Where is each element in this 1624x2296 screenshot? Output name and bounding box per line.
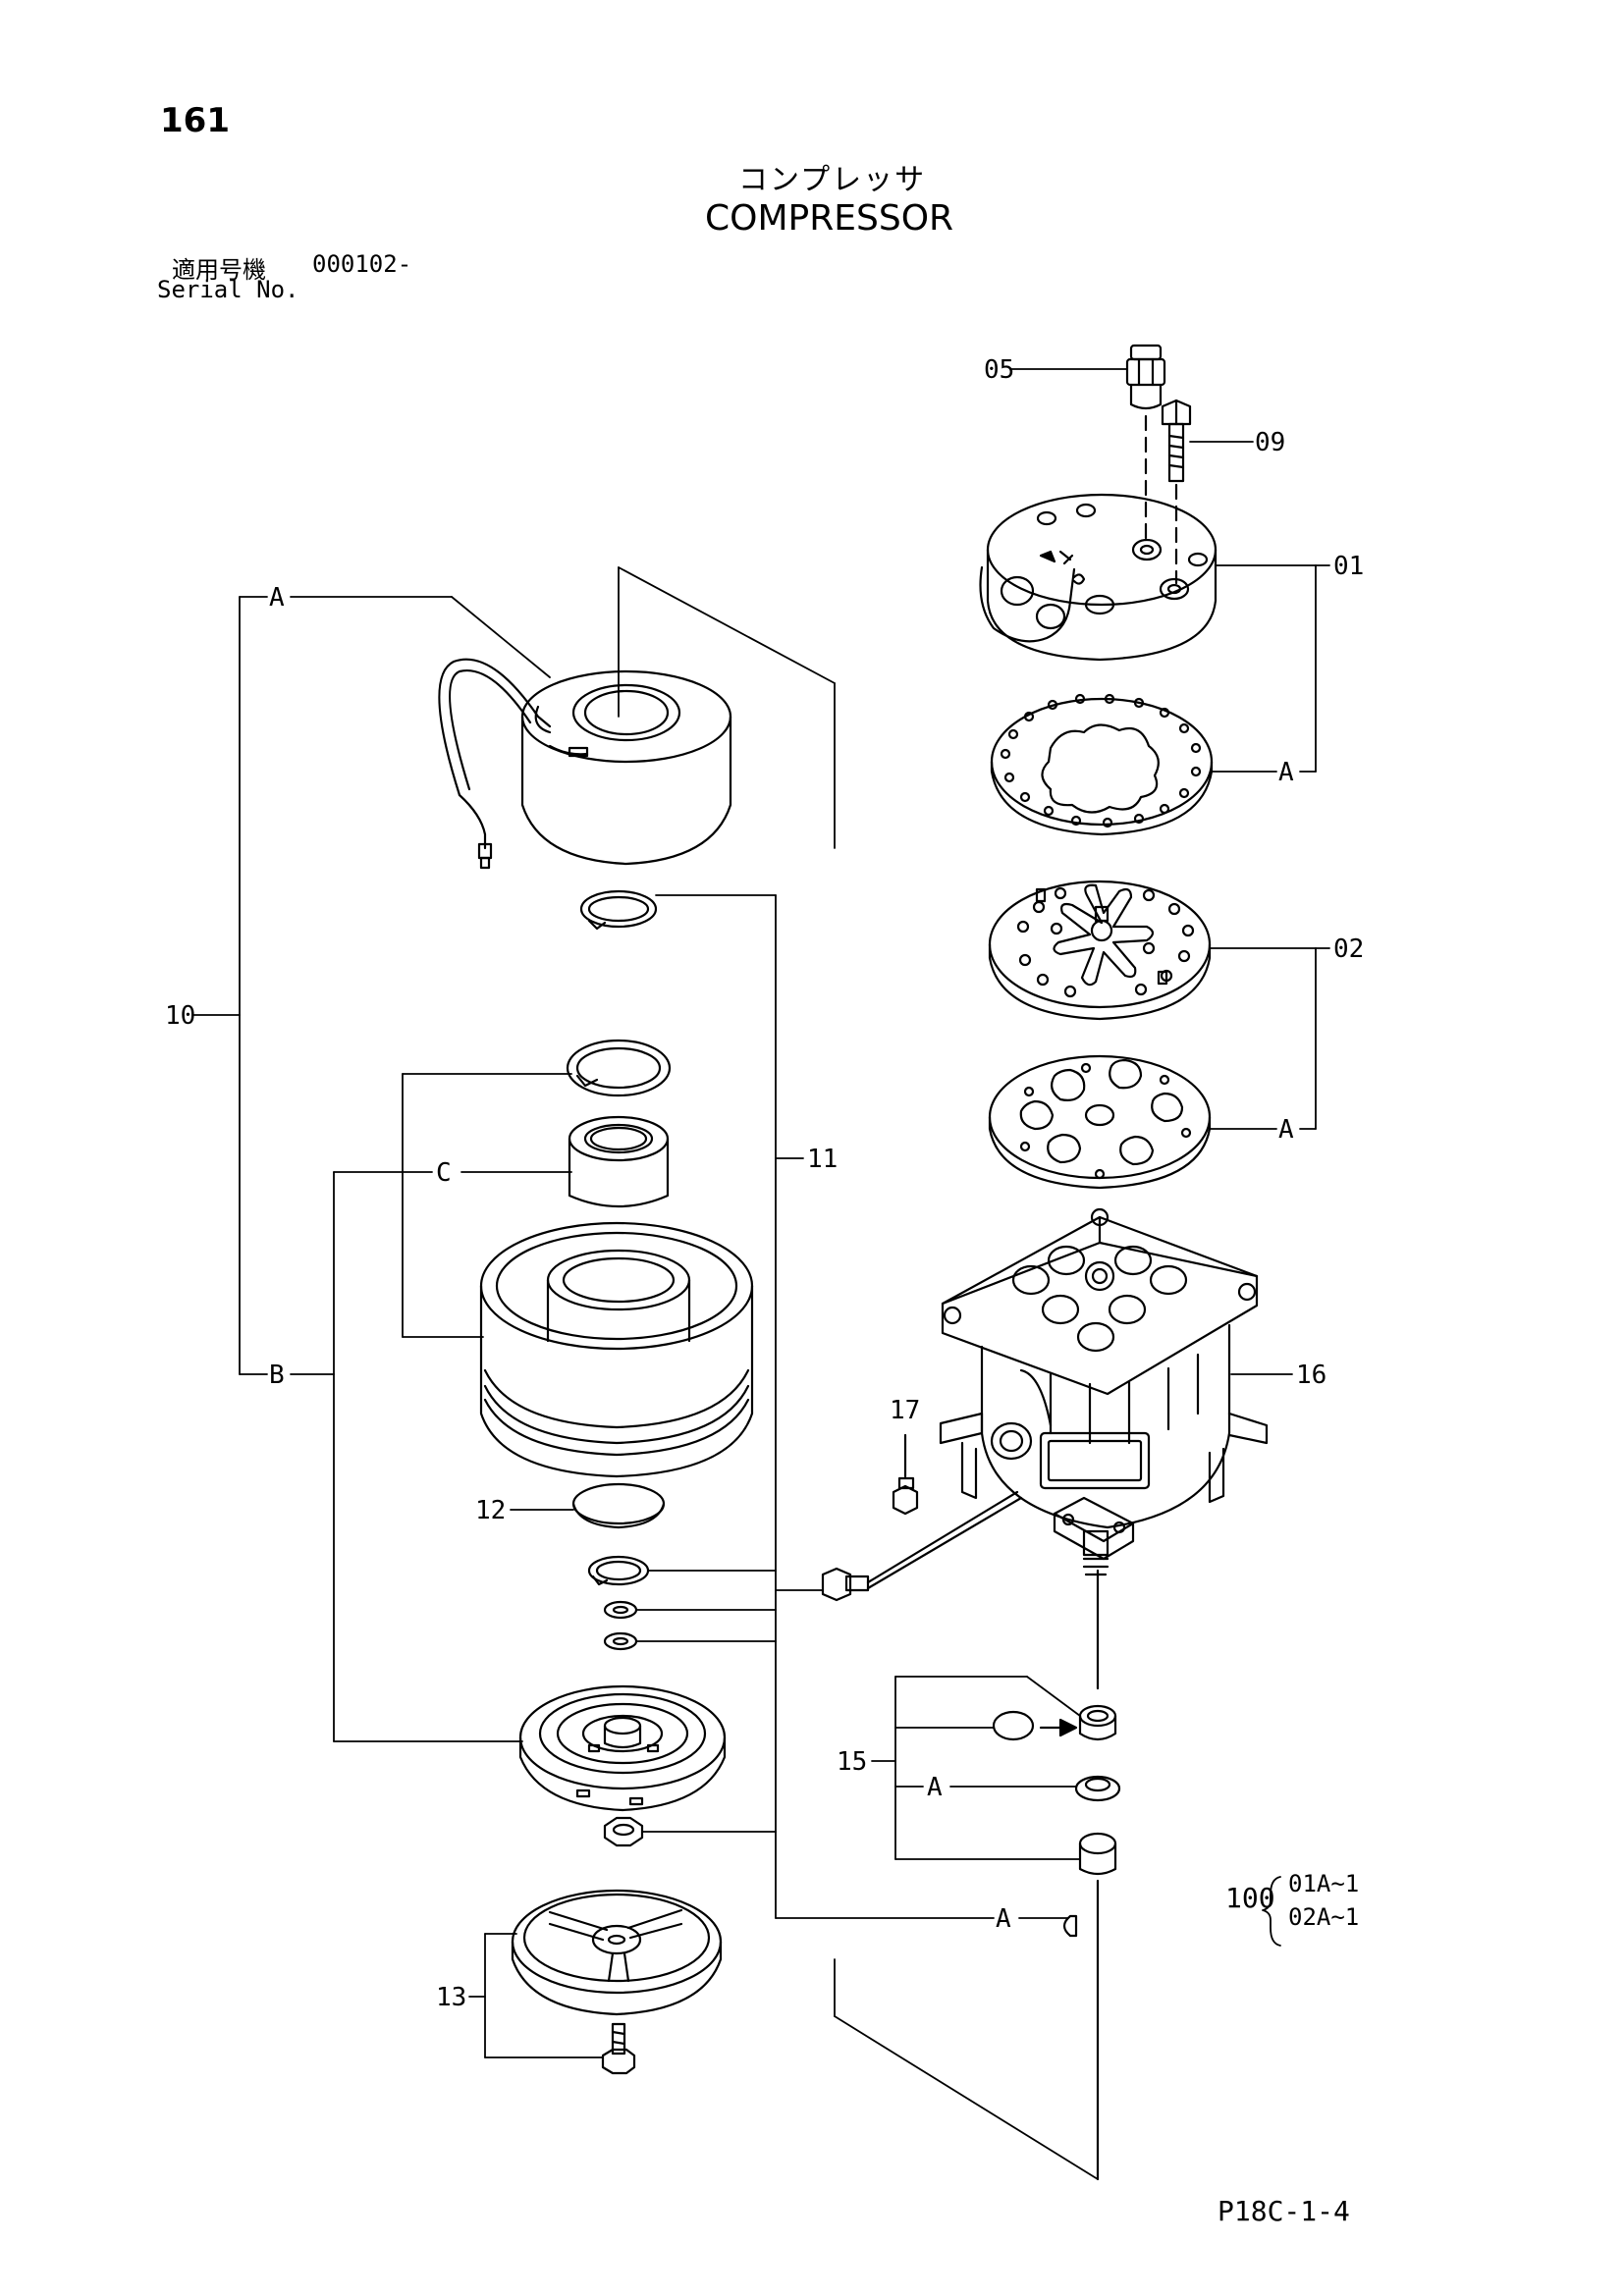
snap-ring-upper (579, 889, 658, 931)
variant-item: 01A~1 (1288, 1870, 1360, 1897)
variant-brace (1262, 1876, 1281, 1947)
callout-05: 05 (984, 355, 1015, 385)
callout-subassembly-a: A (927, 1773, 943, 1802)
bearing (568, 1115, 670, 1208)
part-02-valve-plate (988, 880, 1212, 1021)
part-12-shield (571, 1482, 666, 1529)
service-valve-fitting (821, 1490, 1023, 1602)
callout-subassembly-a: A (996, 1904, 1011, 1934)
snap-ring-bearing (566, 1039, 672, 1097)
callout-subassembly-a: A (1278, 758, 1294, 787)
callout-17: 17 (890, 1396, 921, 1425)
snap-ring-small (587, 1555, 650, 1586)
callout-lines (191, 368, 1330, 2180)
callout-15: 15 (837, 1747, 868, 1777)
callout-09: 09 (1255, 428, 1286, 457)
callout-11: 11 (807, 1145, 839, 1174)
armature-plate (518, 1684, 727, 1812)
callout-10: 10 (165, 1001, 196, 1031)
callout-subassembly-a: A (269, 583, 285, 613)
nut (603, 1816, 644, 1847)
callout-subassembly-b: B (269, 1361, 285, 1390)
callout-12: 12 (475, 1496, 507, 1525)
shim-2 (603, 1631, 638, 1651)
part-13-front-cover (511, 1889, 723, 2016)
pulley (479, 1221, 754, 1478)
title-english: COMPRESSOR (705, 198, 954, 239)
part-10-field-coil (438, 658, 732, 870)
part-15-seals (992, 1569, 1121, 2181)
callout-01: 01 (1333, 552, 1365, 581)
callout-16: 16 (1296, 1361, 1327, 1390)
title-japanese: コンプレッサ (738, 163, 927, 197)
variant-item: 02A~1 (1288, 1903, 1360, 1931)
serial-label-english: Serial No. (157, 276, 299, 303)
serial-value: 000102- (312, 250, 412, 278)
shim-1 (603, 1600, 638, 1620)
part-05-valve-fitting (1125, 344, 1166, 410)
serial-label-japanese: 適用号機 (172, 256, 266, 284)
callout-subassembly-a: A (1278, 1115, 1294, 1145)
part-16-compressor-body (939, 1207, 1269, 1576)
footer-page-code: P18C-1-4 (1218, 2195, 1350, 2227)
callout-subassembly-c: C (436, 1158, 452, 1188)
page-number: 161 (160, 101, 230, 140)
callout-13: 13 (436, 1983, 467, 2012)
variant-prefix: 100 (1225, 1882, 1275, 1914)
part-13-bolt (601, 2022, 636, 2075)
gasket-upper (990, 693, 1214, 836)
callout-02: 02 (1333, 934, 1365, 964)
part-09-bolt (1161, 399, 1192, 483)
part-01-cylinder-head (979, 493, 1218, 662)
gasket-lower (988, 1054, 1212, 1190)
